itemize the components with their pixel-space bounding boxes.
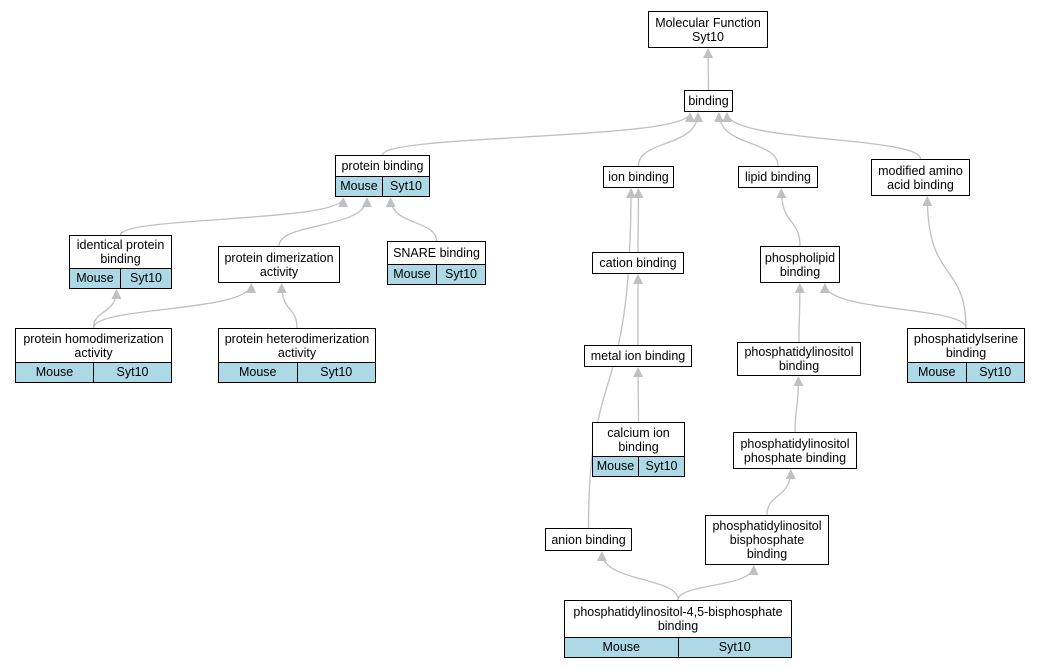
annotation-row: Mouse Syt10 [219, 362, 375, 382]
annotation-gene: Syt10 [382, 177, 429, 196]
go-term-label: phosphatidylserine binding [913, 331, 1019, 360]
go-term-label: phosphatidylinositol bisphosphate bindin… [712, 519, 822, 561]
edge-lipid-to-bind [713, 112, 779, 167]
go-term-label: binding [688, 94, 729, 108]
annotation-species: Mouse [238, 365, 277, 379]
edge-prot-to-bind [381, 112, 695, 156]
go-term-metal[interactable]: metal ion binding [584, 345, 692, 367]
go-term-label: protein binding [341, 159, 424, 173]
annotation-species: Mouse [35, 365, 74, 379]
edge-pip-to-ptdins [793, 376, 804, 433]
go-term-pip[interactable]: phosphatidylinositol phosphate binding [733, 432, 857, 469]
go-term-label: phosphatidylinositol binding [744, 345, 854, 373]
go-term-label: protein dimerization activity [224, 250, 334, 279]
annotation-row: Mouse Syt10 [908, 362, 1024, 382]
edge-pi45-to-pip2 [677, 565, 759, 601]
edge-phos-to-lipid [776, 188, 801, 247]
edge-ion-to-bind [637, 112, 703, 167]
go-term-label: phosphatidylinositol-4,5-bisphosphate bi… [573, 605, 783, 633]
go-term-label: ion binding [608, 170, 669, 184]
edge-pi45-to-anion [596, 551, 679, 601]
edge-ptdser-to-modaa [922, 196, 967, 329]
annotation-gene: Syt10 [93, 363, 171, 382]
edge-ptdins-to-phos [794, 283, 805, 343]
go-term-label: identical protein binding [76, 238, 165, 266]
edge-homo-to-dimer [92, 283, 257, 329]
annotation-row: Mouse Syt10 [336, 176, 429, 196]
go-term-label: anion binding [551, 532, 626, 547]
edge-homo-to-ident [92, 289, 122, 329]
annotation-row: Mouse Syt10 [565, 637, 791, 657]
go-term-label: SNARE binding [393, 246, 480, 260]
go-term-label: metal ion binding [590, 349, 686, 363]
go-term-mf[interactable]: Molecular Function Syt10 [648, 11, 768, 48]
edge-ptdser-to-phos [819, 283, 967, 329]
annotation-row: Mouse Syt10 [388, 264, 485, 284]
annotation-species: Mouse [340, 179, 378, 193]
annotation-species: Mouse [917, 365, 956, 379]
go-term-label: lipid binding [744, 170, 812, 184]
go-term-label: protein heterodimerization activity [224, 331, 370, 360]
go-term-pi45[interactable]: phosphatidylinositol-4,5-bisphosphate bi… [564, 600, 792, 658]
go-term-label: calcium ion binding [607, 425, 670, 454]
edge-snare-to-prot [385, 197, 438, 242]
go-term-phos[interactable]: phospholipid binding [760, 246, 840, 283]
annotation-gene: Syt10 [965, 363, 1025, 382]
edge-ident-to-prot [119, 197, 349, 236]
annotation-species: Mouse [602, 640, 641, 654]
annotation-gene: Syt10 [120, 269, 171, 288]
annotation-row: Mouse Syt10 [70, 268, 171, 288]
edge-dimer-to-prot [278, 197, 372, 247]
go-term-lipid[interactable]: lipid binding [738, 166, 818, 188]
go-term-dimer[interactable]: protein dimerization activity [218, 246, 340, 283]
go-term-label: cation binding [599, 256, 677, 270]
go-term-ptdins[interactable]: phosphatidylinositol binding [737, 342, 861, 376]
annotation-species: Mouse [76, 271, 114, 285]
go-term-modaa[interactable]: modified amino acid binding [871, 159, 970, 196]
go-term-anion[interactable]: anion binding [545, 528, 632, 551]
annotation-gene: Syt10 [677, 638, 792, 657]
go-term-label: protein homodimerization activity [23, 331, 164, 360]
go-term-bind[interactable]: binding [684, 90, 733, 112]
edge-modaa-to-bind [722, 112, 922, 160]
edge-pip2-to-pip [766, 469, 796, 516]
go-term-label: phospholipid binding [764, 250, 836, 279]
go-term-label: Molecular Function Syt10 [655, 15, 761, 44]
annotation-species: Mouse [393, 267, 431, 281]
annotation-gene: Syt10 [296, 363, 376, 382]
go-term-pip2[interactable]: phosphatidylinositol bisphosphate bindin… [705, 515, 829, 565]
edge-hetero-to-dimer [276, 283, 298, 329]
annotation-row: Mouse Syt10 [16, 362, 171, 382]
annotation-gene: Syt10 [436, 265, 485, 284]
go-term-cation[interactable]: cation binding [592, 252, 684, 274]
go-term-label: modified amino acid binding [878, 163, 963, 192]
annotation-gene: Syt10 [638, 457, 684, 476]
go-term-label: phosphatidylinositol phosphate binding [740, 436, 850, 465]
annotation-species: Mouse [596, 459, 635, 473]
go-term-ion[interactable]: ion binding [603, 166, 674, 188]
